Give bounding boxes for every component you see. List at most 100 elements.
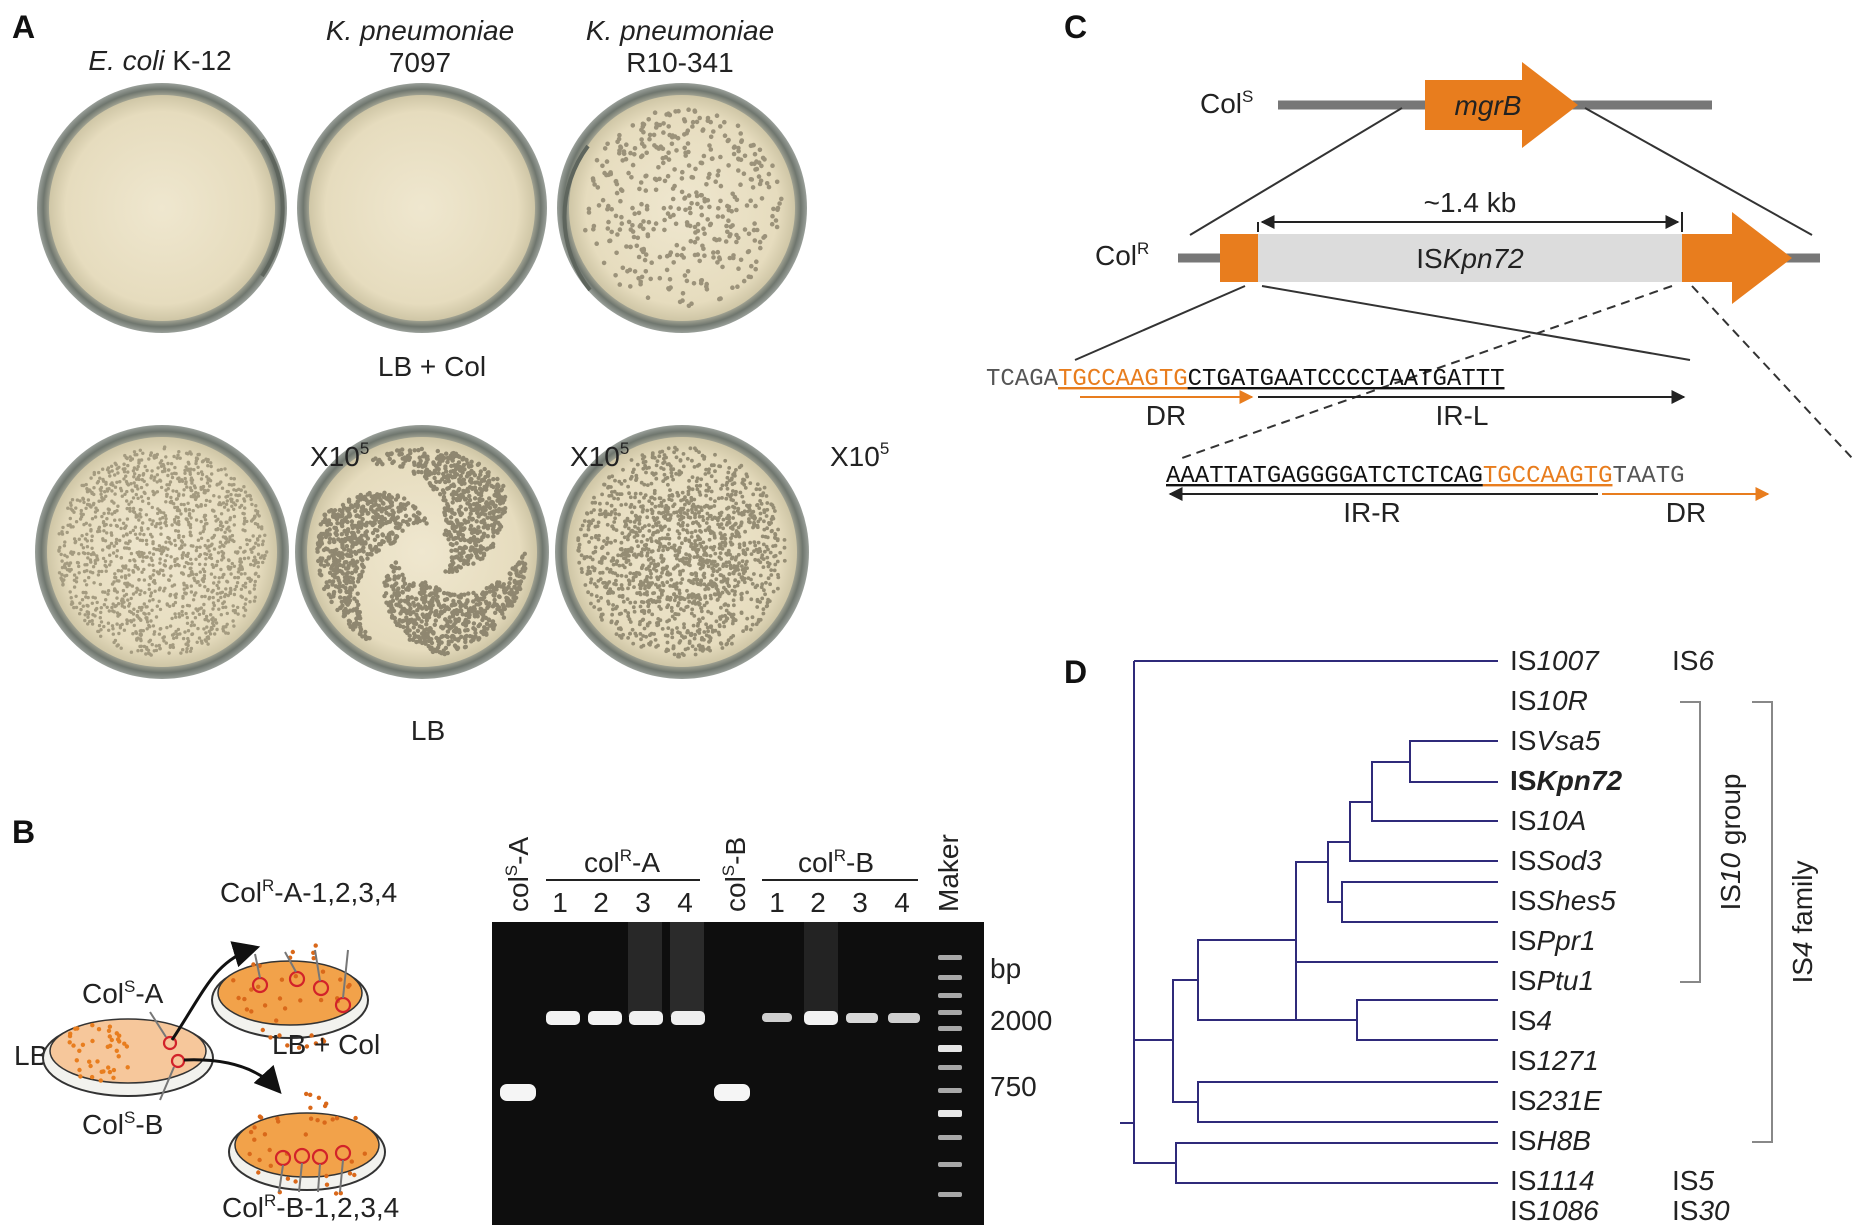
colony (641, 507, 645, 512)
colony (141, 499, 145, 503)
colony (345, 570, 351, 575)
colony (198, 562, 202, 566)
colony (633, 600, 638, 605)
colony (184, 591, 188, 595)
colony (82, 500, 86, 505)
colony (87, 575, 91, 580)
colony (411, 600, 416, 605)
colony (172, 636, 176, 640)
colony (768, 550, 773, 555)
colony (605, 536, 610, 541)
colony (206, 588, 210, 593)
colony (621, 149, 627, 154)
colony (115, 596, 119, 600)
colony (113, 473, 117, 477)
colony (715, 173, 721, 178)
colony (202, 525, 206, 529)
colony (222, 544, 226, 548)
colony (444, 518, 449, 523)
colony (663, 155, 669, 160)
colony (673, 616, 677, 621)
colony (692, 239, 698, 245)
colony (389, 500, 395, 505)
colony (609, 619, 614, 624)
colony (343, 585, 348, 591)
colony (207, 555, 212, 560)
colony (628, 227, 634, 232)
colony (70, 552, 75, 556)
colony (615, 559, 620, 564)
colony (445, 476, 451, 481)
colony (770, 163, 775, 168)
colony (476, 491, 481, 497)
colony (142, 567, 146, 572)
colony (765, 526, 769, 531)
colony (69, 596, 73, 600)
colony (708, 497, 713, 501)
colony (596, 599, 601, 603)
colony (188, 523, 193, 527)
colony (125, 533, 129, 537)
colony (632, 505, 637, 510)
colony (695, 236, 700, 241)
colony (77, 552, 81, 556)
colony (138, 507, 142, 512)
colony (78, 499, 82, 503)
colony (163, 469, 167, 473)
colony (459, 492, 464, 497)
colony (605, 551, 610, 556)
colony (182, 488, 186, 492)
colony (217, 607, 221, 611)
colony (606, 219, 611, 225)
colony (397, 452, 402, 457)
colony (484, 547, 489, 552)
colony (86, 556, 90, 560)
colony (690, 607, 695, 612)
colony (188, 530, 192, 534)
colony (693, 652, 698, 657)
colony (697, 450, 701, 454)
colony (748, 143, 754, 149)
colony (394, 534, 399, 539)
colony (725, 641, 730, 646)
colony (189, 533, 193, 538)
colony (687, 539, 692, 544)
colony (176, 453, 180, 457)
colony (682, 653, 686, 657)
colony (384, 578, 390, 583)
colony (453, 548, 458, 553)
colony (115, 644, 119, 648)
colony (736, 156, 741, 162)
colony (459, 554, 464, 560)
colony (512, 578, 517, 584)
colony (723, 458, 728, 463)
colony (677, 536, 681, 540)
colony (210, 472, 214, 476)
colony (203, 503, 208, 507)
colony (491, 477, 496, 482)
colony (151, 624, 156, 628)
strain-label-2-species: K. pneumoniae (326, 15, 514, 46)
colony (770, 503, 775, 508)
colony (683, 207, 688, 213)
colony (91, 565, 96, 569)
colony (237, 493, 242, 497)
colony (139, 485, 144, 490)
colony (239, 587, 244, 591)
colony (692, 594, 697, 598)
colony (649, 260, 654, 266)
colony (110, 499, 114, 503)
colony (95, 556, 99, 560)
colony (162, 573, 166, 577)
colony (148, 518, 152, 522)
colony (773, 562, 778, 567)
colony (190, 488, 194, 493)
colony (438, 492, 443, 497)
colony (143, 464, 147, 469)
colony (759, 163, 764, 169)
colony (322, 519, 328, 525)
colony (233, 503, 238, 507)
colony (357, 610, 362, 615)
colony (113, 518, 117, 522)
colony (99, 492, 103, 496)
